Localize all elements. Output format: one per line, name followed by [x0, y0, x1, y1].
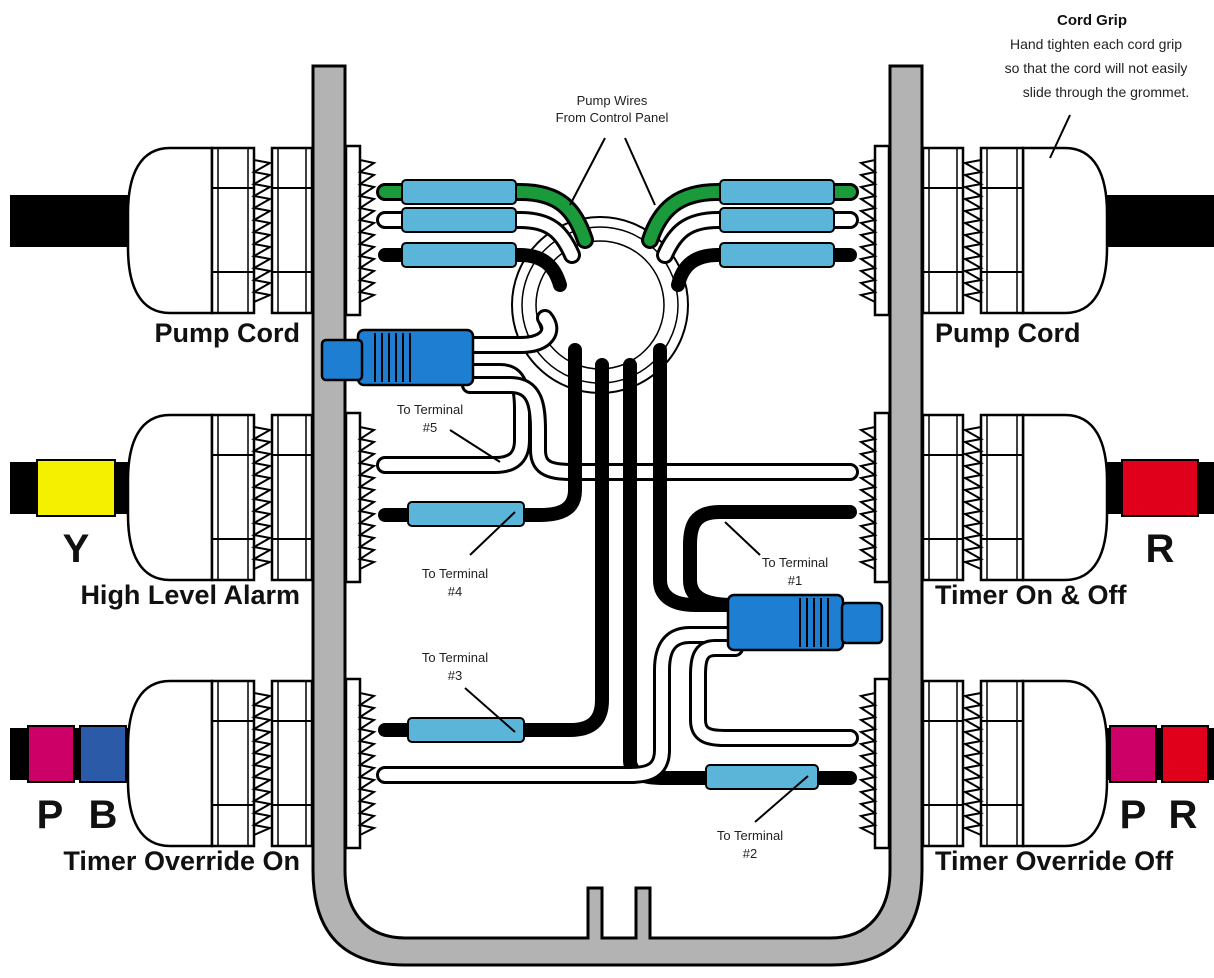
- timer-code-label: R: [1146, 527, 1175, 571]
- terminal-3-label-2: #3: [448, 668, 462, 683]
- cord-grip-line-2: so that the cord will not easily: [1005, 60, 1188, 76]
- left-cables: [10, 195, 130, 783]
- wires: [376, 183, 859, 785]
- terminal-2-connector: [705, 764, 819, 790]
- terminal-4-label-2: #4: [448, 584, 462, 599]
- pink-band-right: [1109, 725, 1157, 783]
- blue-band: [79, 725, 127, 783]
- wire-nut-top: [320, 328, 475, 387]
- alarm-code-label: Y: [63, 527, 90, 571]
- override-off-code-2: R: [1169, 793, 1198, 837]
- pump-wires-label-2: From Control Panel: [556, 110, 669, 125]
- terminal-4-label-1: To Terminal: [422, 566, 488, 581]
- terminal-4-connector: [407, 501, 525, 527]
- override-on-code-1: P: [37, 793, 64, 837]
- terminal-2-label-2: #2: [743, 846, 757, 861]
- terminal-3-connector: [407, 717, 525, 743]
- enclosure: [311, 64, 924, 967]
- cord-grip-line-1: Hand tighten each cord grip: [1010, 36, 1182, 52]
- timer-override-on-label: Timer Override On: [63, 846, 300, 876]
- cord-grip-line-3: slide through the grommet.: [1023, 84, 1190, 100]
- timer-on-off-label: Timer On & Off: [935, 580, 1128, 610]
- cord-grip-note: Cord Grip Hand tighten each cord grip so…: [1005, 12, 1190, 100]
- pink-band: [27, 725, 75, 783]
- terminal-5-label-2: #5: [423, 420, 437, 435]
- override-off-code-1: P: [1120, 793, 1147, 837]
- left-pump-cord-label: Pump Cord: [155, 318, 301, 348]
- butt-connectors: [401, 179, 835, 790]
- right-pump-cord-label: Pump Cord: [935, 318, 1081, 348]
- cord-grip-title: Cord Grip: [1057, 12, 1127, 29]
- yellow-band: [36, 459, 116, 517]
- right-cables: [1100, 195, 1214, 783]
- callout-lines: [449, 114, 1071, 823]
- timer-override-off-label: Timer Override Off: [935, 846, 1174, 876]
- terminal-5-label-1: To Terminal: [397, 402, 463, 417]
- terminal-3-label-1: To Terminal: [422, 650, 488, 665]
- terminal-2-label-1: To Terminal: [717, 828, 783, 843]
- pump-wires-label-1: Pump Wires: [577, 93, 648, 108]
- override-on-code-2: B: [89, 793, 118, 837]
- red-band: [1121, 459, 1199, 517]
- terminal-1-label-2: #1: [788, 573, 802, 588]
- high-level-alarm-label: High Level Alarm: [80, 580, 300, 610]
- red-band-right: [1161, 725, 1209, 783]
- conduit-ring: [511, 216, 689, 394]
- wire-nut-right: [726, 593, 884, 652]
- terminal-1-label-1: To Terminal: [762, 555, 828, 570]
